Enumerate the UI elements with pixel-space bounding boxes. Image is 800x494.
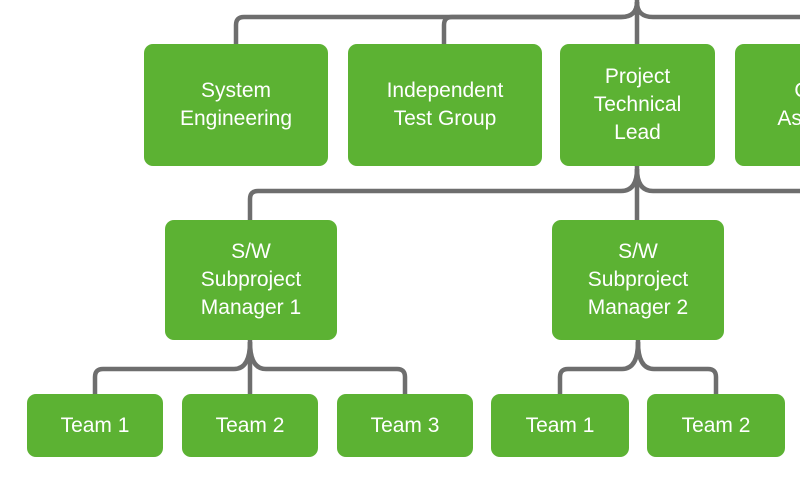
node-quality-assurance: Quality Assurance [735, 44, 800, 166]
node-manager1-team-3: Team 3 [337, 394, 473, 457]
connector-manager1-to-team3 [247, 341, 408, 397]
connector-to-system-engineering [233, 1, 640, 48]
connector-ptl-to-manager1 [247, 168, 640, 224]
connector-manager1-to-team1 [92, 341, 253, 397]
node-manager1-team-1: Team 1 [27, 394, 163, 457]
node-sw-subproject-manager-2: S/W Subproject Manager 2 [552, 220, 724, 340]
node-manager2-team-2: Team 2 [647, 394, 785, 457]
connector-ptl-to-offscreen-right [634, 168, 800, 194]
connector-manager2-to-team1 [557, 341, 641, 397]
connector-to-quality-assurance [634, 1, 800, 20]
connector-to-independent-test-group [441, 1, 640, 48]
connector-manager2-to-team2 [635, 341, 719, 397]
node-independent-test-group: Independent Test Group [348, 44, 542, 166]
node-project-technical-lead: Project Technical Lead [560, 44, 715, 166]
node-manager2-team-1: Team 1 [491, 394, 629, 457]
node-manager1-team-2: Team 2 [182, 394, 318, 457]
node-system-engineering: System Engineering [144, 44, 328, 166]
node-sw-subproject-manager-1: S/W Subproject Manager 1 [165, 220, 337, 340]
